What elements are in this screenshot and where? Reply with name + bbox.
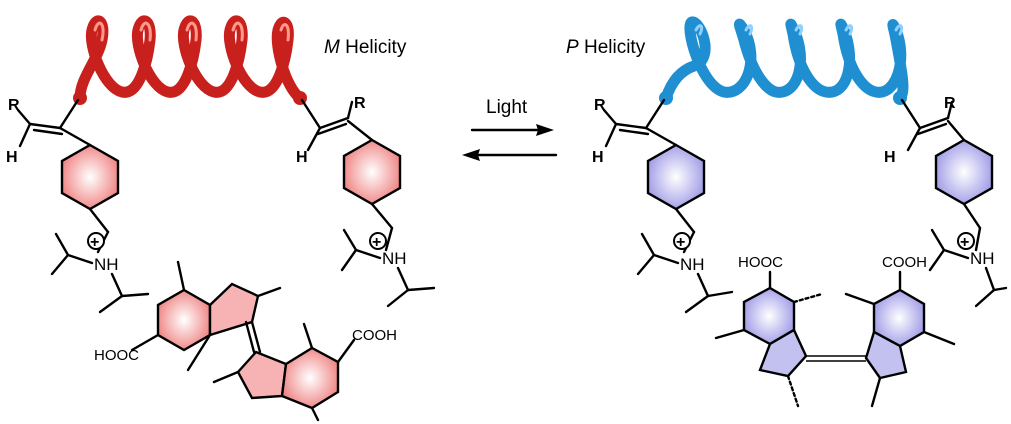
m-helix-coil [74, 15, 306, 104]
motor-cyclopentene [864, 330, 908, 380]
m-helicity-label: M Helicity [324, 37, 407, 58]
substituent-h: H [884, 149, 896, 166]
p-helix-coil [660, 16, 909, 104]
p-helicity-label: P Helicity [566, 37, 646, 58]
m-helix-highlight [93, 21, 290, 42]
benzene-ring [934, 138, 994, 206]
charge-circle [369, 232, 387, 250]
amine-label: NH [970, 249, 995, 268]
left-arm-a: R H + NH [6, 97, 150, 314]
charge-circle [87, 232, 105, 250]
left-motor: HOOC COOH [94, 260, 397, 422]
p-helix-highlight [694, 24, 904, 36]
substituent-r: R [8, 97, 20, 114]
charge-symbol: + [90, 234, 99, 251]
acid-left: HOOC [738, 254, 783, 271]
m-helix [73, 15, 307, 105]
substituent-h: H [296, 149, 308, 166]
charge-circle [673, 232, 691, 250]
motor-aromatic-ring [280, 346, 340, 410]
p-helix [659, 16, 909, 105]
right-arm-a: R H + NH [592, 97, 734, 314]
right-panel: P Helicity R H + NH [566, 16, 1008, 408]
charge-symbol: + [676, 234, 685, 251]
substituent-r: R [594, 97, 606, 114]
substituent-h: H [592, 149, 604, 166]
right-motor: HOOC COOH [714, 254, 956, 408]
right-arm-b: R H + NH [884, 95, 1008, 308]
forward-arrowhead [536, 124, 554, 136]
charge-symbol: + [372, 234, 381, 251]
light-label: Light [486, 97, 528, 118]
acid-right: COOH [352, 327, 397, 344]
motor-aromatic-ring [156, 288, 212, 352]
benzene-ring [60, 143, 120, 211]
benzene-ring [646, 143, 706, 211]
charge-symbol: + [960, 234, 969, 251]
substituent-r: R [944, 95, 956, 112]
equilibrium-arrows: Light [462, 97, 558, 161]
amine-label: NH [94, 255, 119, 274]
substituent-r: R [354, 95, 366, 112]
amine-label: NH [382, 249, 407, 268]
substituent-h: H [6, 149, 18, 166]
left-panel: M Helicity R H + NH [6, 15, 436, 422]
motor-cyclopentene [208, 282, 260, 337]
reverse-arrowhead [462, 149, 480, 161]
acid-left: HOOC [94, 347, 139, 364]
amine-label: NH [680, 255, 705, 274]
benzene-ring [342, 138, 402, 206]
charge-circle [957, 232, 975, 250]
left-arm-b: R H + NH [296, 95, 436, 308]
motor-cyclopentene [758, 328, 808, 378]
motor-cyclopentene [236, 350, 288, 400]
acid-right: COOH [882, 254, 927, 271]
